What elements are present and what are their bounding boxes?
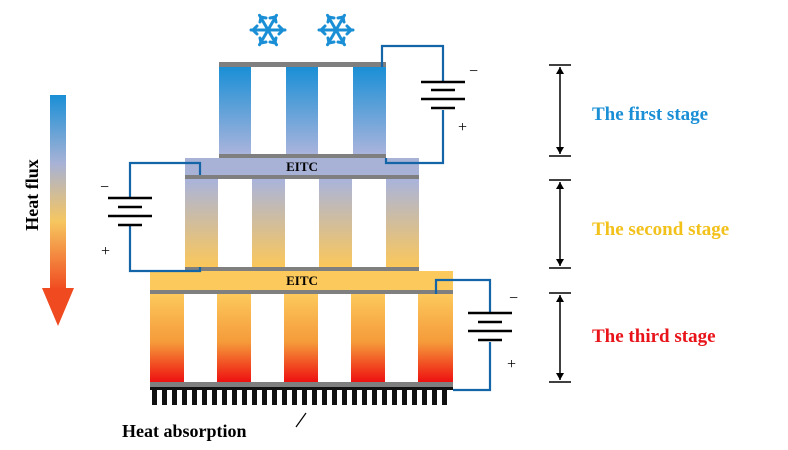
heat-sink-fin (202, 389, 207, 405)
heat-sink-fin (152, 389, 157, 405)
stage-bracket (549, 64, 571, 157)
battery-plus-sign: + (458, 119, 467, 136)
heat-sink-fin (192, 389, 197, 405)
eitc-label: EITC (286, 273, 318, 288)
heat-sink-fin (252, 389, 257, 405)
top-plate (219, 62, 386, 67)
snowflake-icon (317, 13, 355, 47)
heat-sink-fin (402, 389, 407, 405)
heat-flux-label: Heat flux (22, 159, 42, 231)
leg (185, 179, 218, 267)
battery-minus-sign: − (469, 63, 478, 80)
battery-plus-sign: + (101, 243, 110, 260)
bottom-plate (185, 267, 419, 271)
heat-sink-fin (372, 389, 377, 405)
battery-minus-sign: − (509, 290, 518, 307)
heat-sink-fin (302, 389, 307, 405)
bottom-plate (219, 154, 386, 158)
leg (252, 179, 285, 267)
heat-sink-icon (150, 387, 453, 405)
heat-sink-fin (262, 389, 267, 405)
battery-icon (108, 196, 152, 227)
battery-minus-sign: − (100, 179, 109, 196)
battery-icon (468, 311, 512, 342)
heat-sink-fin (232, 389, 237, 405)
heat-sink-fin (322, 389, 327, 405)
heat-sink-fin (272, 389, 277, 405)
stage-label-first: The first stage (592, 104, 708, 125)
eitc-layer-1 (185, 158, 419, 179)
heat-sink-fin (282, 389, 287, 405)
heat-sink-fin (392, 389, 397, 405)
heat-sink-fin (172, 389, 177, 405)
leg (386, 179, 419, 267)
heat-sink-fin (362, 389, 367, 405)
heat-sink-fin (212, 389, 217, 405)
stage-1-module (219, 62, 386, 158)
leg (219, 67, 251, 154)
eitc-layer-2 (150, 271, 453, 294)
heat-sink-fin (432, 389, 437, 405)
heat-sink-fin (222, 389, 227, 405)
heat-sink-fin (342, 389, 347, 405)
heat-sink-fin (182, 389, 187, 405)
battery-plus-sign: + (507, 356, 516, 373)
heat-sink-fin (242, 389, 247, 405)
bottom-plate (150, 382, 453, 387)
stage-label-second: The second stage (592, 219, 729, 240)
eitc-label: EITC (286, 159, 318, 174)
stage-label-third: The third stage (592, 326, 716, 347)
heat-sink-fin (312, 389, 317, 405)
heat-absorption-label: Heat absorption (122, 421, 247, 441)
snowflake-icon (249, 13, 287, 47)
stage-3-module (150, 294, 453, 387)
leg (353, 67, 386, 154)
stage-2-module (185, 179, 419, 271)
heat-sink-fin (332, 389, 337, 405)
heat-sink-fin (412, 389, 417, 405)
heat-sink-fin (292, 389, 297, 405)
leg (319, 179, 352, 267)
leg (418, 294, 453, 382)
stage-bracket (549, 292, 571, 383)
battery-icon (421, 80, 465, 110)
leg (286, 67, 318, 154)
heat-sink-fin (162, 389, 167, 405)
wires (128, 44, 492, 392)
heat-sink-fin (352, 389, 357, 405)
heat-sink-fin (382, 389, 387, 405)
heat-sink-fin (422, 389, 427, 405)
stage-bracket (549, 179, 571, 269)
leg (284, 294, 318, 382)
leg (150, 294, 184, 382)
leg (351, 294, 385, 382)
heat-sink-fin (442, 389, 447, 405)
heat-absorption-pointer (295, 412, 307, 428)
leg (217, 294, 251, 382)
heat-flux-arrow-icon (42, 95, 74, 326)
